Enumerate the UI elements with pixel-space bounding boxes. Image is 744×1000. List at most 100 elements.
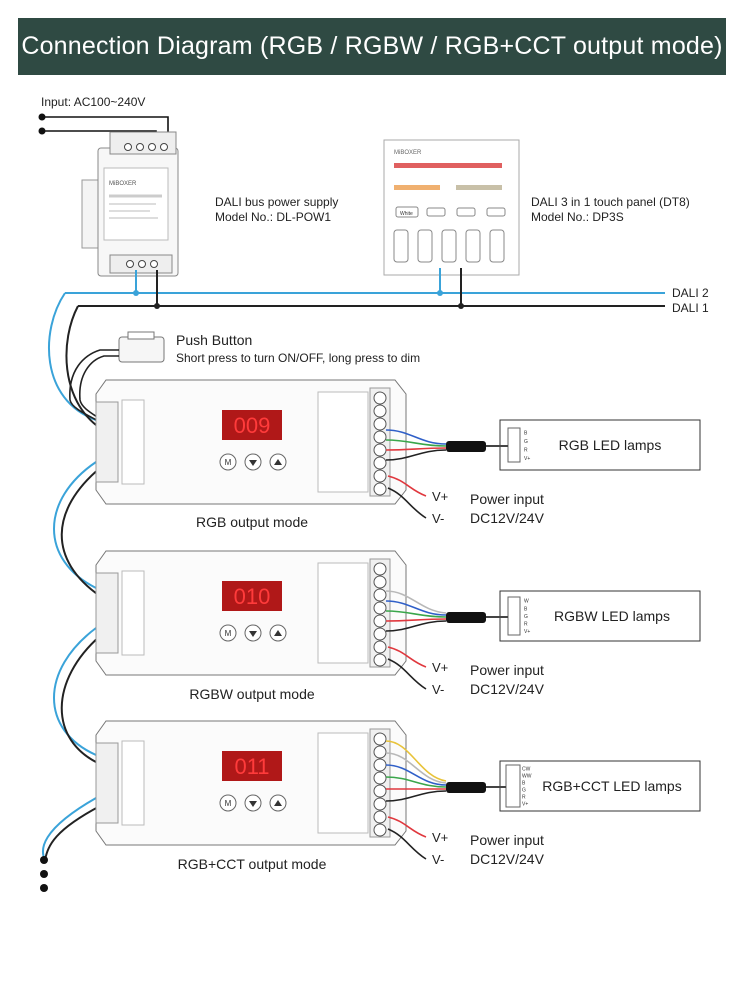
output-terminal [373, 562, 387, 576]
lamp-box [499, 419, 701, 471]
up-arrow-icon [274, 459, 282, 465]
controller-label-strip [121, 399, 145, 485]
led-display [222, 410, 282, 440]
output-terminal [373, 758, 387, 772]
output-wire-red [385, 447, 447, 451]
output-terminal [373, 391, 387, 405]
power-supply-name: DALI bus power supply [215, 195, 338, 209]
dali-power-supply: MiBOXER [81, 131, 179, 277]
led-display-value: 010 [234, 584, 271, 609]
output-wire-green [385, 439, 447, 447]
lamp-pin-label: B [524, 606, 528, 612]
power-wire-black [387, 828, 427, 860]
up-arrow-icon [274, 800, 282, 806]
led-display [222, 751, 282, 781]
output-cable [446, 612, 486, 623]
controller-rgbcct: 011 M V+ V- Power input DC12V/24V RGB+CC… [95, 720, 701, 872]
push-button-desc: Short press to turn ON/OFF, long press t… [176, 351, 420, 365]
touch-panel-brand: MiBOXER [394, 150, 422, 156]
lamp-pin-label: G [524, 439, 528, 445]
input-label: Input: AC100~240V [41, 95, 145, 109]
controller-rgbw: 010 M V+ V- Power input DC12V/24V RGBW o… [95, 550, 701, 702]
lamp-label: RGB+CCT LED lamps [542, 778, 681, 794]
power-vminus: V- [432, 852, 444, 867]
push-button-title: Push Button [176, 332, 252, 348]
lamp-pin-label: G [522, 787, 526, 793]
mode-button-label: M [225, 458, 232, 467]
output-mode-label: RGB+CCT output mode [178, 856, 327, 872]
controller-label-strip [121, 740, 145, 826]
power-supply-model: Model No.: DL-POW1 [215, 210, 331, 224]
lamp-pin-block [505, 764, 521, 808]
output-terminal [373, 469, 387, 483]
page-title: Connection Diagram (RGB / RGBW / RGB+CCT… [18, 18, 726, 75]
output-wire-green [385, 610, 447, 618]
power-vplus: V+ [432, 489, 448, 504]
lamp-box [499, 590, 701, 642]
output-terminal [373, 456, 387, 470]
controller-label-strip [121, 570, 145, 656]
lamp-pin-label: B [524, 430, 528, 436]
power-wire-black [387, 487, 427, 519]
dali1-label: DALI 1 [672, 301, 709, 315]
power-input-title: Power input [470, 491, 544, 507]
lamp-pin-label: V+ [524, 456, 530, 462]
lamp-pin-label: G [524, 614, 528, 620]
touch-panel-model: Model No.: DP3S [531, 210, 624, 224]
output-wire-yellow [385, 740, 447, 782]
continuation-dot [40, 856, 48, 864]
power-vminus: V- [432, 682, 444, 697]
color-gradient-bar [394, 163, 502, 168]
touch-panel-name: DALI 3 in 1 touch panel (DT8) [531, 195, 690, 209]
power-input-voltage: DC12V/24V [470, 510, 545, 526]
output-wire-red [385, 618, 447, 622]
dali-touch-panel: MiBOXER White [383, 139, 520, 276]
lamp-pin-block [507, 427, 521, 463]
output-terminal [373, 771, 387, 785]
lamp-pin-label: R [524, 447, 528, 453]
lamp-pin-label: CW [522, 766, 531, 772]
brightness-bar [394, 185, 440, 190]
power-vplus: V+ [432, 660, 448, 675]
dali2-chain-wire [42, 292, 97, 861]
up-arrow-icon [274, 630, 282, 636]
output-terminal [373, 797, 387, 811]
output-terminal [373, 614, 387, 628]
lamp-pin-label: W [524, 599, 529, 605]
output-terminal [373, 823, 387, 837]
continuation-dot [40, 884, 48, 892]
output-terminal [373, 443, 387, 457]
output-mode-label: RGBW output mode [189, 686, 314, 702]
lamp-pin-label: R [524, 622, 528, 628]
mode-button-label: M [225, 629, 232, 638]
lamp-pin-label: B [522, 780, 526, 786]
junction-dot [458, 303, 464, 309]
output-terminal [373, 482, 387, 496]
output-spec-table [317, 562, 369, 664]
mode-button [219, 453, 237, 471]
power-input-voltage: DC12V/24V [470, 681, 545, 697]
continuation-dot [40, 870, 48, 878]
output-wire-black [385, 449, 447, 461]
mode-button-label: M [225, 799, 232, 808]
power-wire-red [387, 475, 427, 497]
junction-dot [154, 303, 160, 309]
output-terminal [373, 430, 387, 444]
output-spec-table [317, 732, 369, 834]
lamp-pin-label: R [522, 794, 526, 800]
down-arrow-icon [249, 460, 257, 466]
power-vplus: V+ [432, 830, 448, 845]
output-terminal [373, 575, 387, 589]
power-supply-brand: MiBOXER [109, 181, 137, 187]
down-arrow-icon [249, 801, 257, 807]
lamp-label: RGB LED lamps [559, 437, 662, 453]
controller-terminal-block [95, 572, 119, 654]
controller-terminal-block [95, 742, 119, 824]
down-arrow-icon [249, 631, 257, 637]
lamp-pin-label: WW [522, 773, 532, 779]
mode-button [219, 624, 237, 642]
lamp-box [499, 760, 701, 812]
output-terminal [373, 601, 387, 615]
white-button-label: White [400, 211, 413, 217]
lamp-pin-label: V+ [524, 629, 530, 635]
